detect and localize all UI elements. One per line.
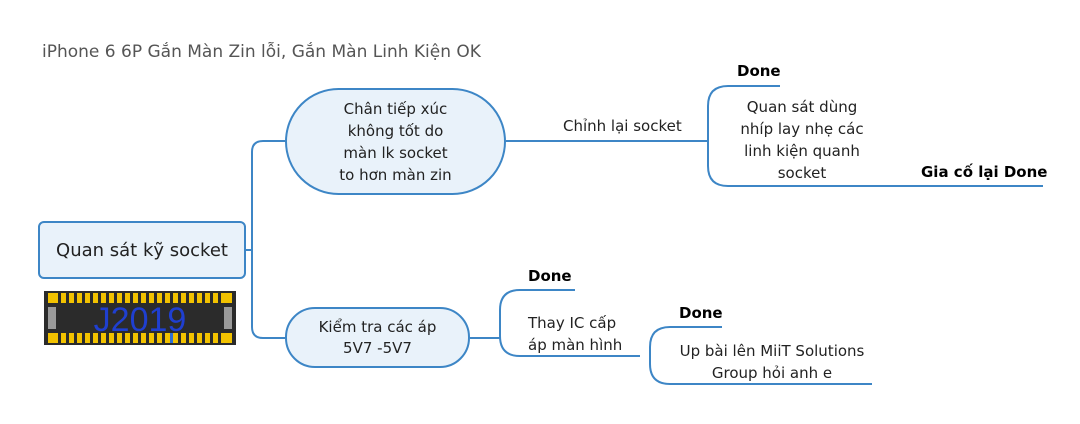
branch1-action-status: Done <box>737 62 781 80</box>
branch2-detail-status: Done <box>679 304 723 322</box>
branch1-action-label: Chỉnh lại socket <box>563 117 682 135</box>
branch2-node-label: Kiểm tra các áp 5V7 -5V7 <box>318 317 437 357</box>
branch2-action-label: Thay IC cấp áp màn hình <box>528 314 623 354</box>
root-node[interactable]: Quan sát kỹ socket <box>38 221 246 279</box>
chip-label: J2019 <box>94 301 187 339</box>
branch2-detail-label: Up bài lên MiiT Solutions Group hỏi anh … <box>679 342 865 382</box>
branch1-detail-label: Quan sát dùng nhíp lay nhẹ các linh kiện… <box>740 98 864 182</box>
branch2-action-status: Done <box>528 267 572 285</box>
root-node-label: Quan sát kỹ socket <box>56 239 228 261</box>
branch2-node[interactable]: Kiểm tra các áp 5V7 -5V7 <box>285 307 470 368</box>
branch1-node[interactable]: Chân tiếp xúc không tốt do màn lk socket… <box>285 88 506 195</box>
branch1-detail-status: Gia cố lại Done <box>921 163 1048 181</box>
socket-chip-image: J2019 <box>44 291 236 345</box>
branch1-node-label: Chân tiếp xúc không tốt do màn lk socket… <box>339 99 452 184</box>
page-title: iPhone 6 6P Gắn Màn Zin lỗi, Gắn Màn Lin… <box>42 42 481 62</box>
